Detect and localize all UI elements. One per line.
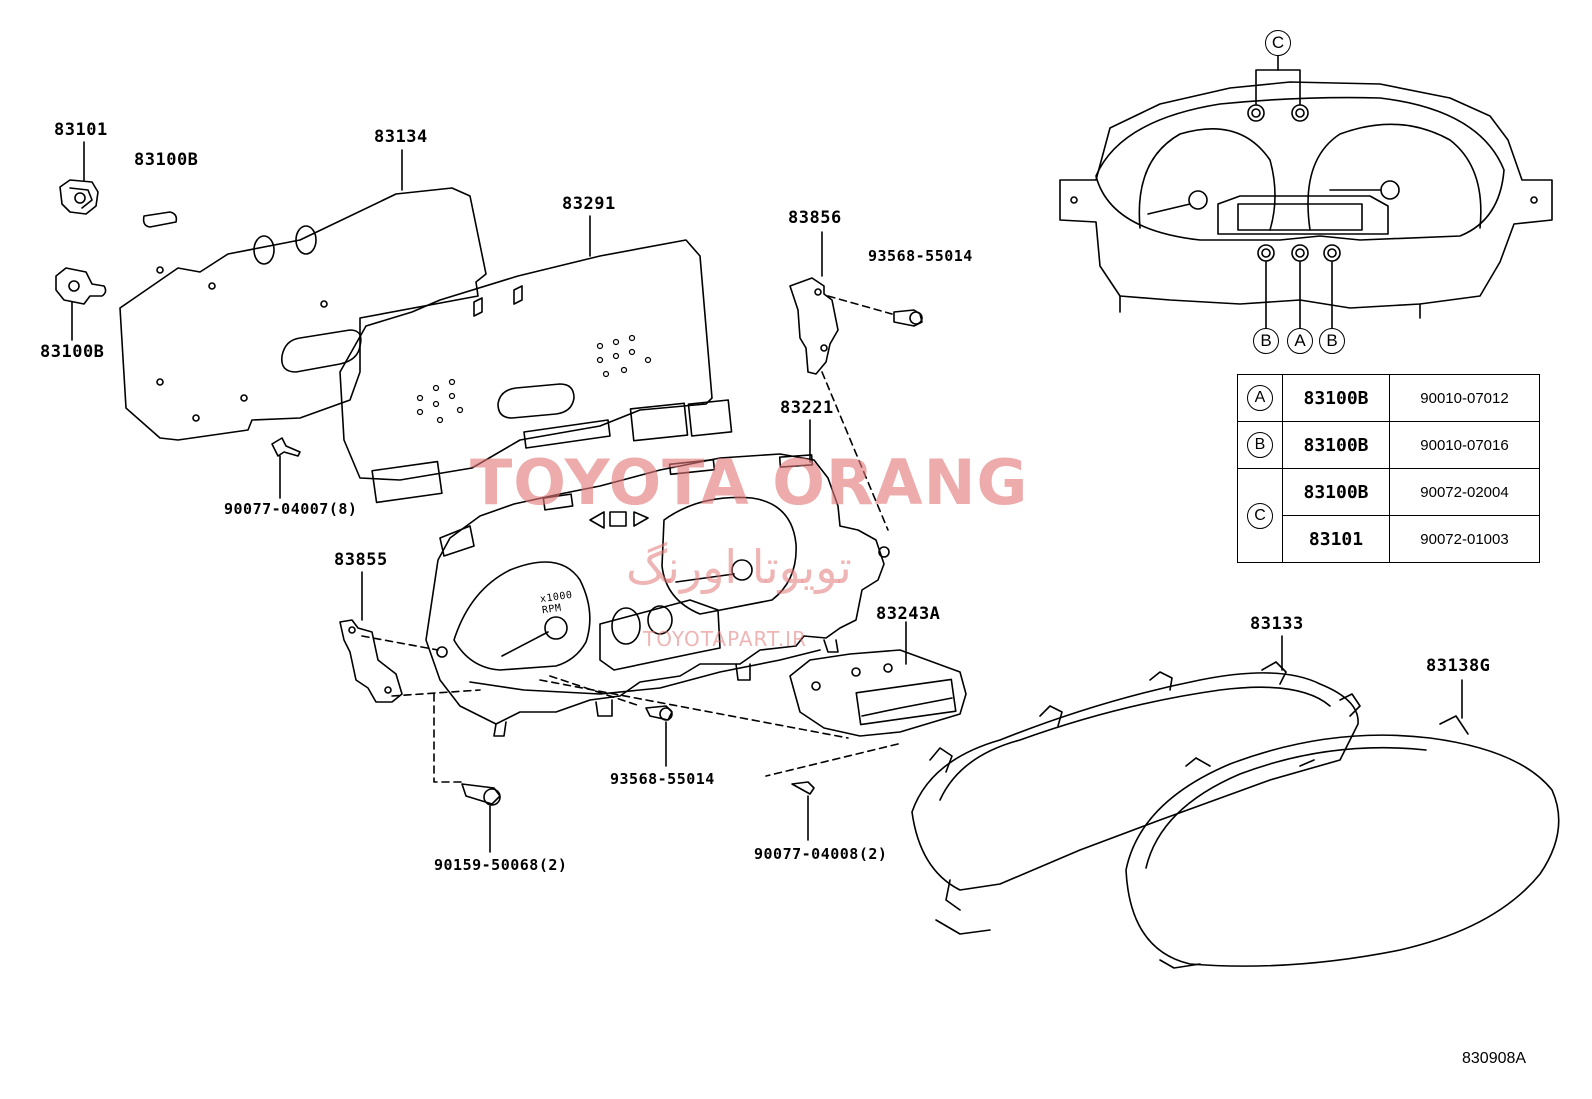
legend-number: 90010-07012 bbox=[1389, 374, 1540, 422]
board-83291-drawing bbox=[339, 239, 733, 504]
legend-key: A bbox=[1247, 385, 1273, 411]
dash-83855-down bbox=[433, 693, 463, 783]
legend-part: 83100B bbox=[1282, 374, 1390, 422]
callout-90077-04008: 90077-04008(2) bbox=[754, 845, 888, 863]
callout-83291: 83291 bbox=[562, 194, 616, 214]
legend-number: 90072-02004 bbox=[1389, 468, 1540, 516]
screw-90159-drawing bbox=[461, 783, 501, 806]
display-83243a-drawing bbox=[789, 649, 967, 737]
callout-90077-04007: 90077-04007(8) bbox=[224, 500, 358, 518]
table-row: B 83100B 90010-07016 bbox=[1237, 421, 1540, 469]
marker-c: C bbox=[1265, 30, 1291, 56]
bulb-legend-table: A 83100B 90010-07012 B 83100B 90010-0701… bbox=[1237, 374, 1540, 563]
housing-83221-drawing bbox=[425, 453, 890, 737]
marker-a: A bbox=[1287, 328, 1313, 354]
callout-83221: 83221 bbox=[780, 398, 834, 418]
dash-83856-down bbox=[821, 371, 889, 531]
callout-83100b-bottom: 83100B bbox=[40, 342, 105, 362]
dash-83855-a bbox=[361, 635, 439, 651]
socket-83101-drawing bbox=[59, 179, 99, 215]
callout-83138g: 83138G bbox=[1426, 656, 1491, 676]
callout-90159: 90159-50068(2) bbox=[434, 856, 568, 874]
legend-key-cell: A bbox=[1237, 374, 1283, 422]
bulb-83100b-drawing bbox=[142, 211, 178, 228]
dash-83855-b bbox=[391, 689, 481, 697]
marker-b-right: B bbox=[1319, 328, 1345, 354]
legend-number: 90010-07016 bbox=[1389, 421, 1540, 469]
legend-key-cell: C bbox=[1237, 468, 1283, 563]
screw-93568-mid-drawing bbox=[645, 705, 673, 721]
legend-number: 90072-01003 bbox=[1389, 515, 1540, 563]
figure-code: 830908A bbox=[1462, 1050, 1527, 1067]
bracket-83856-drawing bbox=[789, 277, 839, 375]
legend-part: 83101 bbox=[1282, 515, 1390, 563]
lens-83133-drawing bbox=[911, 661, 1361, 935]
dash-93568-mid bbox=[549, 675, 641, 707]
bracket-83855-drawing bbox=[339, 619, 403, 703]
assembled-meter-drawing bbox=[1059, 81, 1553, 319]
callout-83856: 83856 bbox=[788, 208, 842, 228]
screw-90077-04007-drawing bbox=[271, 437, 301, 457]
screw-93568-top-drawing bbox=[893, 309, 923, 327]
table-row: A 83100B 90010-07012 bbox=[1237, 374, 1540, 422]
legend-key: B bbox=[1247, 432, 1273, 458]
legend-part: 83100B bbox=[1282, 468, 1390, 516]
legend-part: 83100B bbox=[1282, 421, 1390, 469]
dash-90077-04008 bbox=[765, 743, 899, 777]
table-row: C 83100B 90072-02004 bbox=[1237, 468, 1540, 563]
dash-83856-screw bbox=[827, 295, 893, 315]
callout-83101: 83101 bbox=[54, 120, 108, 140]
legend-key-cell: B bbox=[1237, 421, 1283, 469]
table-row: 83101 90072-01003 bbox=[1238, 515, 1540, 563]
callout-83134: 83134 bbox=[374, 127, 428, 147]
glass-83138g-drawing bbox=[1125, 715, 1560, 969]
callout-83133: 83133 bbox=[1250, 614, 1304, 634]
screw-90077-04008-drawing bbox=[791, 781, 815, 795]
plate-83134-drawing bbox=[119, 187, 487, 441]
marker-b-left: B bbox=[1253, 328, 1279, 354]
dash-display bbox=[539, 679, 849, 739]
legend-key: C bbox=[1247, 502, 1273, 529]
callout-83243a: 83243A bbox=[876, 604, 941, 624]
leader-c-bracket bbox=[1255, 69, 1301, 105]
callout-93568-top: 93568-55014 bbox=[868, 247, 973, 265]
callout-93568-mid: 93568-55014 bbox=[610, 770, 715, 788]
socket-83100b-drawing bbox=[55, 267, 107, 305]
callout-83100b-top: 83100B bbox=[134, 150, 199, 170]
callout-83855: 83855 bbox=[334, 550, 388, 570]
